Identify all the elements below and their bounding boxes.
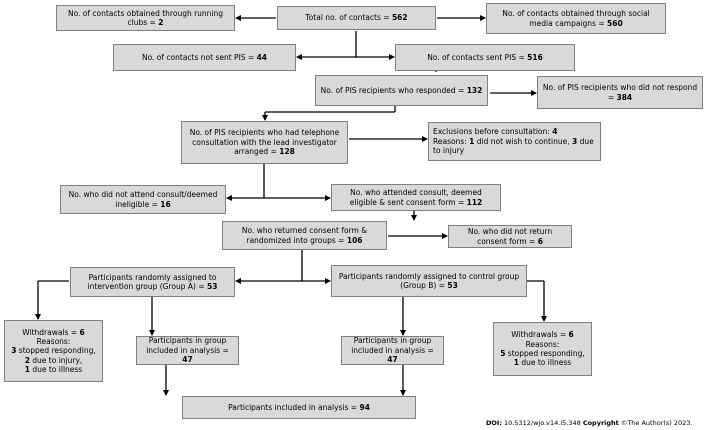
running-clubs-box: No. of contacts obtained through running… bbox=[56, 5, 235, 31]
intervention-group-box: Participants randomly assigned to interv… bbox=[70, 267, 235, 297]
attended-box: No. who attended consult, deemed eligibl… bbox=[331, 184, 501, 211]
citation-footer: DOI: 10.5312/wjo.v14.i5.348 Copyright ©T… bbox=[486, 419, 693, 427]
withdrawals-group-b-box: Withdrawals = 6 Reasons: 5 stopped respo… bbox=[493, 322, 592, 376]
responded-box: No. of PIS recipients who responded = 13… bbox=[315, 75, 488, 106]
not-returned-box: No. who did not return consent form = 6 bbox=[448, 225, 572, 248]
not-sent-pis-box: No. of contacts not sent PIS = 44 bbox=[113, 44, 296, 71]
withdrawals-group-a-box: Withdrawals = 6 Reasons: 3 stopped respo… bbox=[4, 320, 103, 382]
telephone-consult-box: No. of PIS recipients who had telephone … bbox=[181, 121, 348, 164]
total-contacts-box: Total no. of contacts = 562 bbox=[277, 6, 436, 30]
analysis-group-b-box: Participants in group included in analys… bbox=[341, 336, 444, 365]
final-analysis-box: Participants included in analysis = 94 bbox=[182, 396, 416, 419]
not-responded-box: No. of PIS recipients who did not respon… bbox=[537, 76, 703, 109]
not-attend-box: No. who did not attend consult/deemed in… bbox=[60, 185, 226, 214]
social-media-box: No. of contacts obtained through social … bbox=[486, 3, 666, 34]
control-group-box: Participants randomly assigned to contro… bbox=[331, 265, 527, 297]
analysis-group-a-box: Participants in group included in analys… bbox=[136, 336, 239, 365]
sent-pis-box: No. of contacts sent PIS = 516 bbox=[395, 44, 575, 71]
returned-box: No. who returned consent form & randomiz… bbox=[222, 221, 387, 250]
exclusions-box: Exclusions before consultation: 4 Reason… bbox=[428, 122, 601, 161]
